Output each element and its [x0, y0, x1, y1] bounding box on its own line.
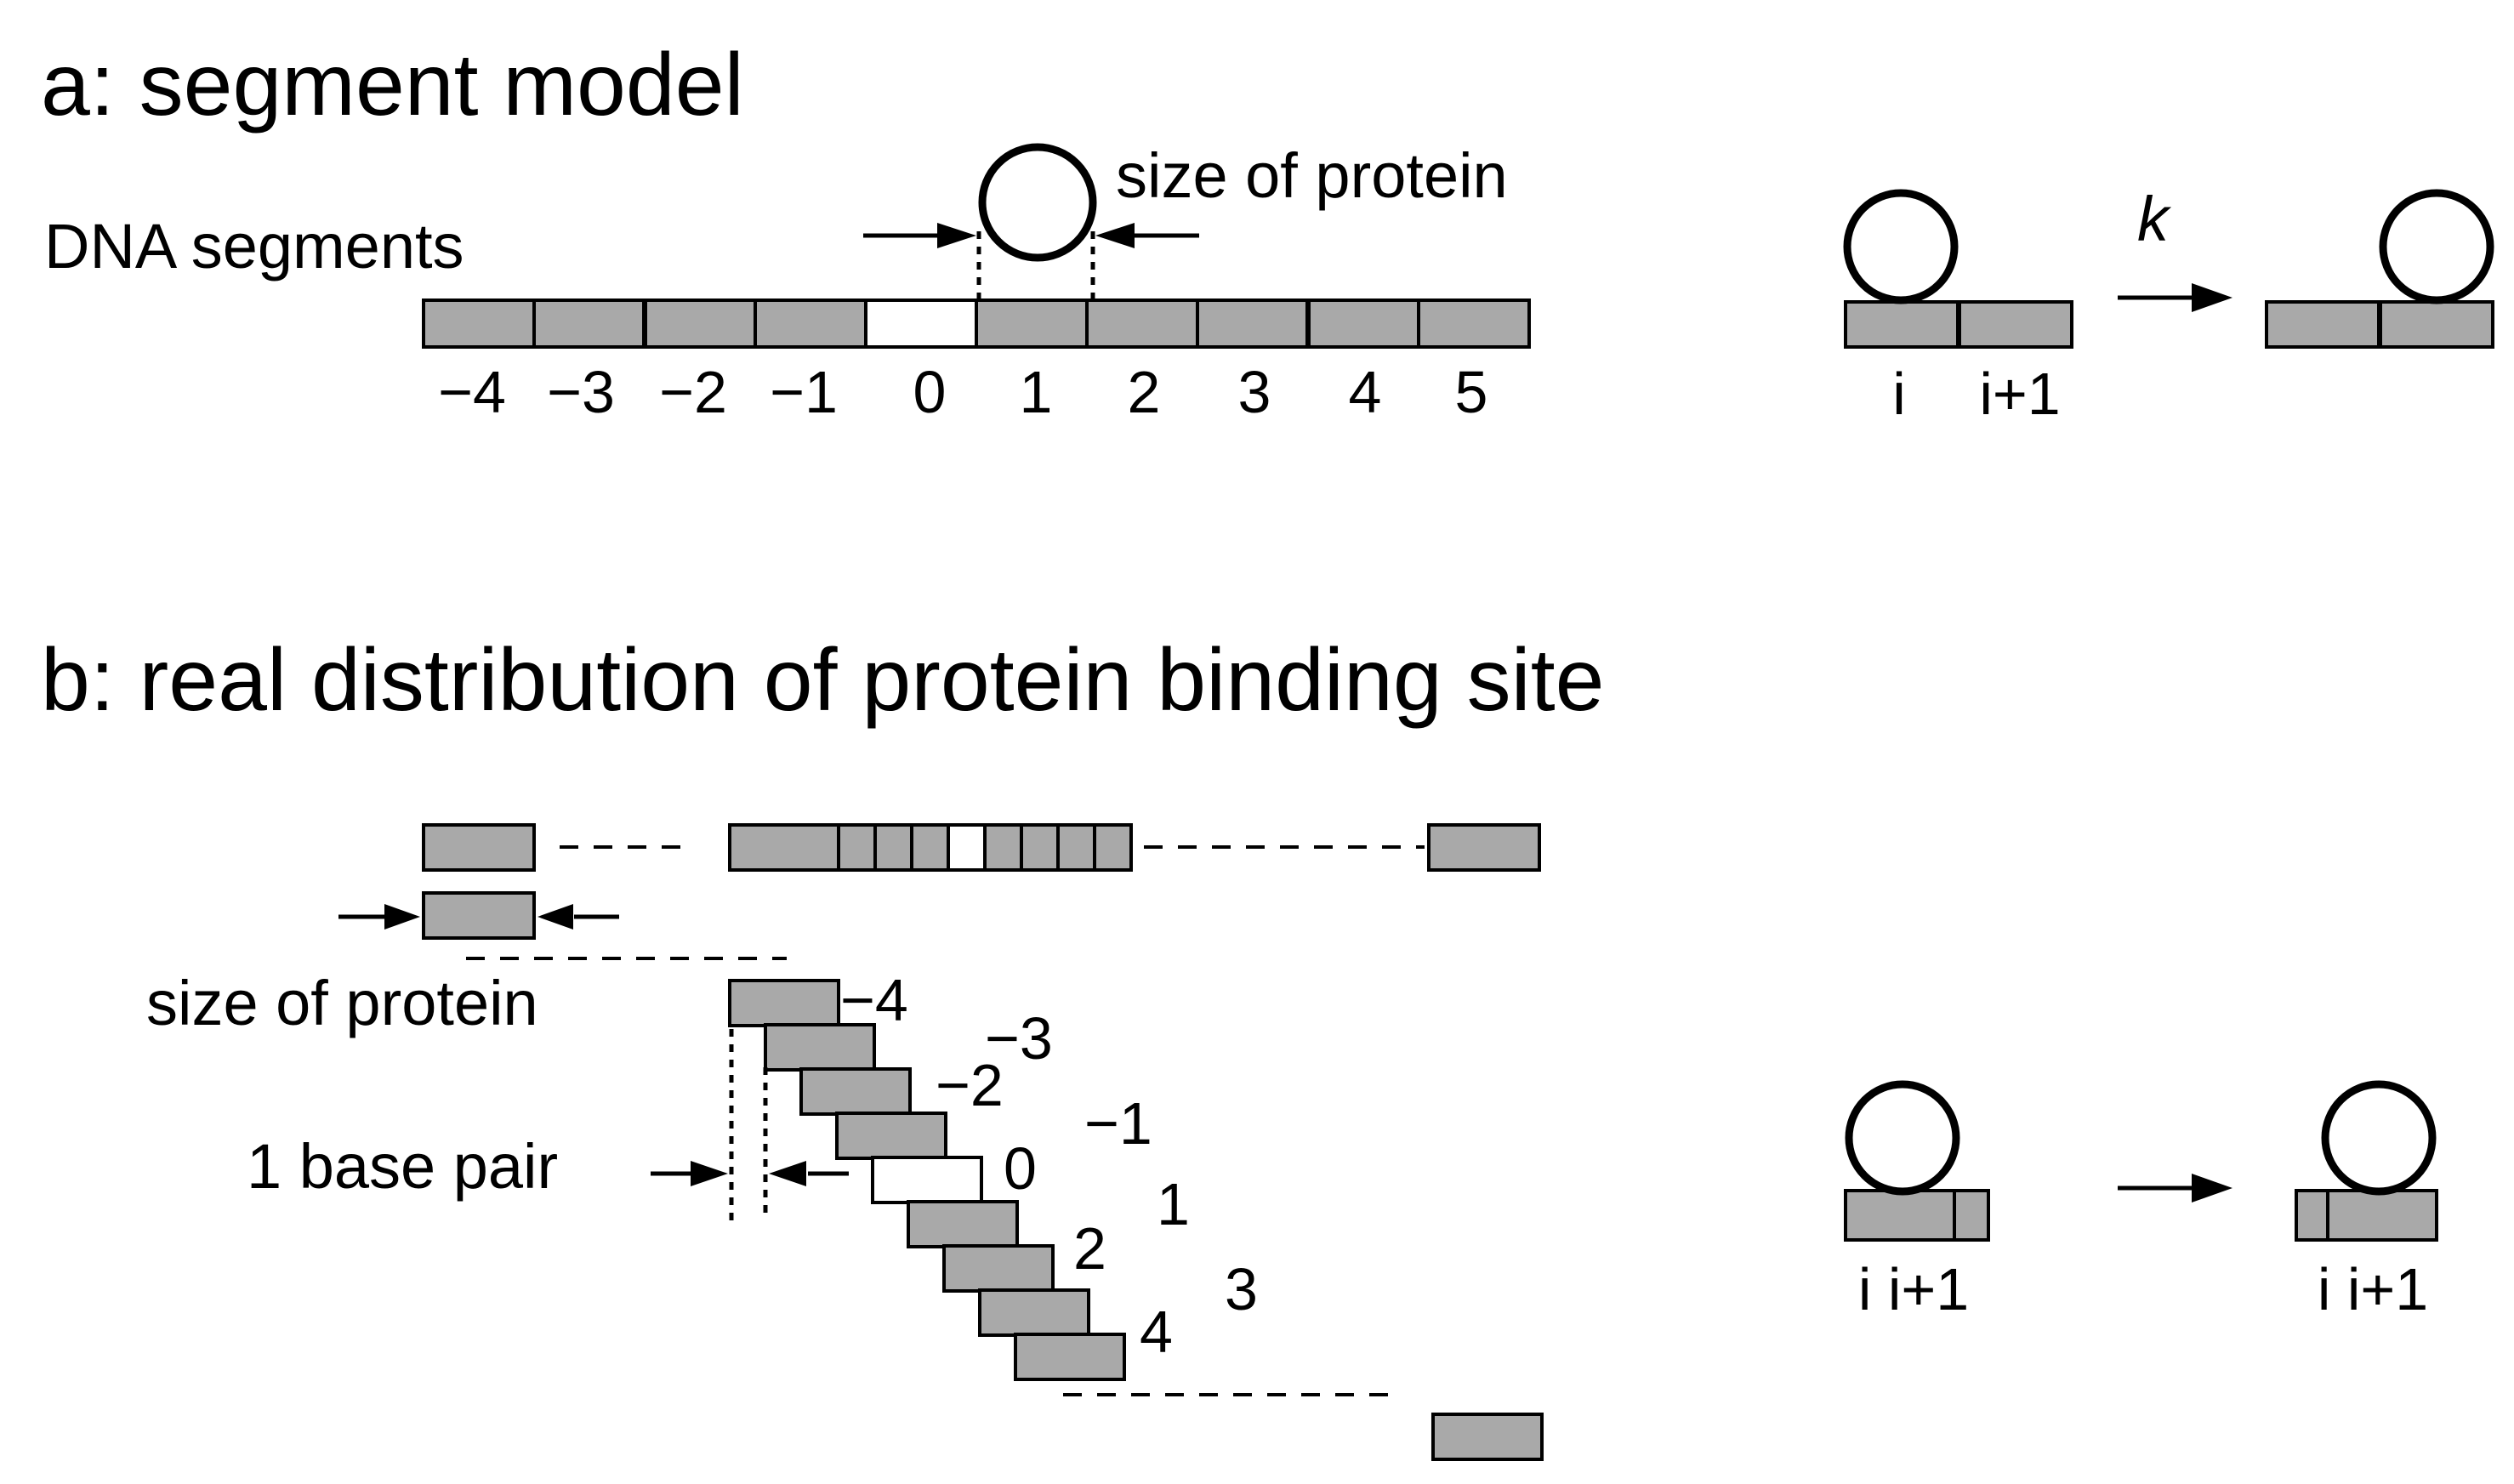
- dna-segment-row: [422, 299, 1531, 349]
- condensed-dna-row: [422, 823, 1541, 872]
- segment-label: 4: [1349, 359, 1382, 425]
- site-i-a: [1844, 300, 1960, 349]
- segment-5: [1417, 299, 1531, 349]
- segment-label: −2: [659, 359, 727, 425]
- protein-size-arrow-right: [537, 904, 619, 930]
- binding-position: [907, 1200, 1019, 1248]
- site-i-label-a: i: [1892, 361, 1906, 427]
- segment-4: [1306, 299, 1420, 349]
- protein-circle-after-b: [2321, 1080, 2437, 1196]
- segment-label: 3: [1238, 359, 1271, 425]
- segment: [1427, 823, 1541, 872]
- stair-label: 1: [1157, 1171, 1190, 1237]
- binding-position: [942, 1244, 1055, 1293]
- segment: [422, 823, 536, 872]
- panel-a-title: a: segment model: [41, 36, 744, 134]
- binding-position: [764, 1023, 876, 1072]
- segment: [873, 823, 913, 872]
- segment-label: 2: [1128, 359, 1161, 425]
- panel-b-title: b: real distribution of protein binding …: [41, 631, 1604, 730]
- segment-minus3: [532, 299, 646, 349]
- segment-minus1: [754, 299, 867, 349]
- binding-site-staircase: [728, 979, 1126, 1381]
- protein-size-arrow-left: [338, 904, 420, 930]
- segment-label: −4: [438, 359, 506, 425]
- segment-minus2: [643, 299, 757, 349]
- stair-label: −1: [1084, 1090, 1152, 1157]
- site-i-plus-1-after-a: [2378, 300, 2494, 349]
- size-of-protein-label-b: size of protein: [146, 968, 538, 1038]
- segment: [1093, 823, 1133, 872]
- staircase-labels: −4 −3 −2 −1 0 1 2 3 4: [840, 967, 1258, 1365]
- hop-schematic-b: i i+1 i i+1: [1844, 1080, 2438, 1322]
- binding-position-zero: [871, 1156, 983, 1204]
- stair-label: 3: [1225, 1256, 1258, 1322]
- protein-circle-before-a: [1843, 189, 1959, 304]
- site-i-plus-1-a: [1957, 300, 2073, 349]
- site-labels-after-b: i i+1: [2318, 1256, 2428, 1322]
- size-of-protein-label-a: size of protein: [1116, 140, 1508, 211]
- binding-position: [799, 1067, 912, 1116]
- dna-segments-label: DNA segments: [44, 211, 464, 281]
- base-pair-arrow-right: [769, 1161, 849, 1186]
- segment: [947, 823, 987, 872]
- base-pair-arrow-left: [651, 1161, 728, 1186]
- one-base-pair-label: 1 base pair: [247, 1131, 558, 1202]
- stair-label: 4: [1140, 1299, 1173, 1365]
- protein-circle-before-b: [1845, 1080, 1960, 1196]
- binding-position: [728, 979, 840, 1027]
- protein-size-block: [422, 891, 536, 940]
- segment-label: 0: [913, 359, 947, 425]
- binding-position: [978, 1288, 1090, 1337]
- segment: [910, 823, 950, 872]
- segment-3: [1196, 299, 1310, 349]
- segment-minus4: [422, 299, 536, 349]
- segment: [983, 823, 1023, 872]
- segment: [728, 823, 840, 872]
- segment-label: −3: [547, 359, 615, 425]
- stair-label: 2: [1073, 1215, 1106, 1282]
- segment-index-labels: −4 −3 −2 −1 0 1 2 3 4 5: [438, 359, 1487, 425]
- stair-label: −3: [985, 1005, 1053, 1072]
- segment-label: −1: [770, 359, 838, 425]
- size-arrow-right: [1095, 223, 1199, 248]
- site-i-plus-1-after-b: [2326, 1189, 2438, 1242]
- size-arrow-left: [863, 223, 976, 248]
- stair-label: −4: [840, 967, 908, 1033]
- segment-1: [975, 299, 1089, 349]
- segment-label: 5: [1455, 359, 1488, 425]
- segment-0: [864, 299, 978, 349]
- protein-circle-after-a: [2379, 189, 2494, 304]
- segment-2: [1085, 299, 1199, 349]
- hop-arrow-a: [2192, 283, 2232, 312]
- binding-position: [835, 1112, 947, 1160]
- segment: [837, 823, 877, 872]
- segment: [1056, 823, 1096, 872]
- hop-arrow-b: [2192, 1174, 2232, 1203]
- stair-label: −2: [936, 1052, 1004, 1118]
- stair-label: 0: [1004, 1135, 1037, 1202]
- site-labels-before-b: i i+1: [1858, 1256, 1969, 1322]
- protein-circle-a: [978, 143, 1097, 262]
- rate-k-label: k: [2137, 184, 2172, 254]
- site-i-plus-1-b: [1953, 1189, 1990, 1242]
- hop-schematic-a: i i+1 k: [1843, 184, 2494, 427]
- binding-position: [1014, 1333, 1126, 1381]
- last-segment-b: [1431, 1413, 1544, 1461]
- segment: [1020, 823, 1060, 872]
- segment-label: 1: [1020, 359, 1053, 425]
- site-i-plus-1-label-a: i+1: [1979, 361, 2060, 427]
- site-i-after-a: [2265, 300, 2381, 349]
